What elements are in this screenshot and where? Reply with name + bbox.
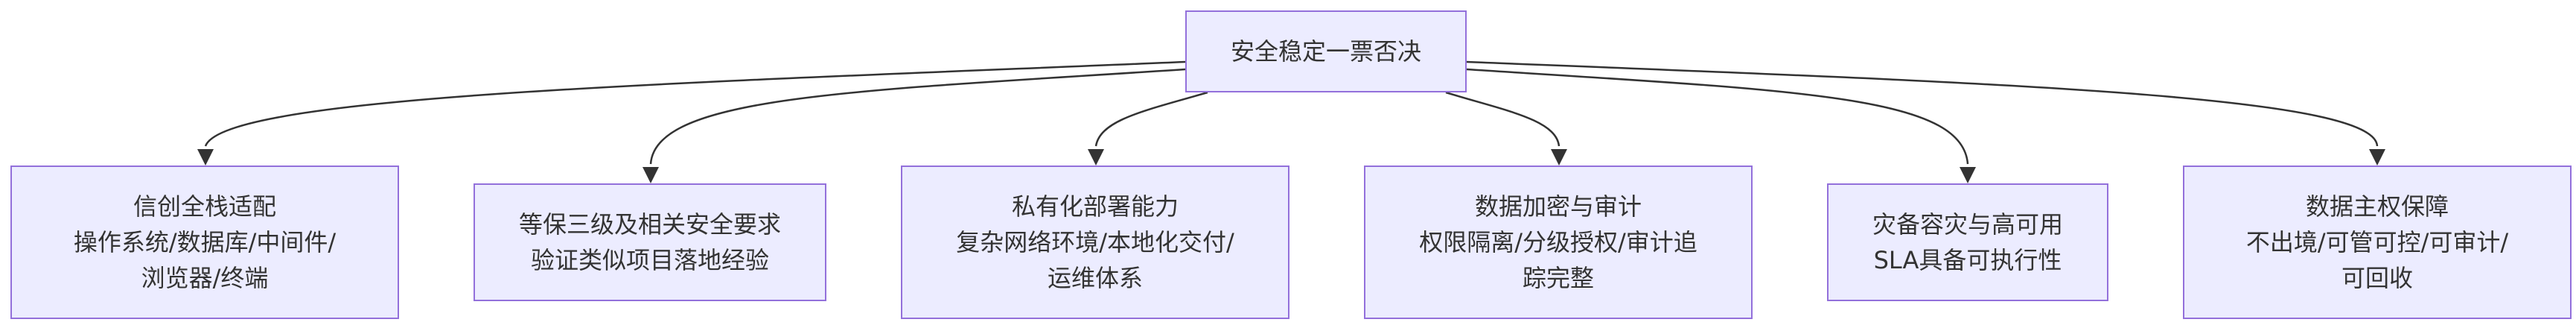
arrowhead-sov — [2369, 149, 2385, 166]
node-label-disaster-recovery: 灾备容灾与高可用 SLA具备可执行性 — [1872, 210, 2063, 274]
arrowhead-enc — [1551, 149, 1567, 166]
edge-root-to-db — [649, 68, 1186, 165]
node-label-data-sovereignty: 数据主权保障 不出境/可管可控/可审计/ 可回收 — [2245, 192, 2509, 292]
arrowhead-dr — [1960, 167, 1976, 183]
edge-root-to-dr — [1466, 68, 1969, 165]
arrowhead-priv — [1088, 149, 1104, 166]
edge-root-to-enc — [1445, 91, 1560, 147]
root-node-label: 安全稳定一票否决 — [1230, 37, 1421, 66]
arrowhead-xc — [197, 149, 214, 166]
node-encryption-audit: 数据加密与审计 权限隔离/分级授权/审计追 踪完整 — [1364, 166, 1753, 319]
root-node-security-veto: 安全稳定一票否决 — [1185, 10, 1467, 92]
node-label-level3: 等保三级及相关安全要求 验证类似项目落地经验 — [518, 210, 781, 274]
node-xinchuang-full-stack: 信创全栈适配 操作系统/数据库/中间件/ 浏览器/终端 — [10, 166, 399, 319]
node-disaster-recovery: 灾备容灾与高可用 SLA具备可执行性 — [1827, 183, 2108, 301]
arrowhead-db — [643, 167, 659, 183]
node-private-deployment: 私有化部署能力 复杂网络环境/本地化交付/ 运维体系 — [901, 166, 1289, 319]
node-label-private-deployment: 私有化部署能力 复杂网络环境/本地化交付/ 运维体系 — [956, 192, 1234, 292]
node-label-xinchuang: 信创全栈适配 操作系统/数据库/中间件/ 浏览器/终端 — [73, 192, 337, 292]
node-level3-protection: 等保三级及相关安全要求 验证类似项目落地经验 — [474, 183, 826, 301]
node-label-encryption: 数据加密与审计 权限隔离/分级授权/审计追 踪完整 — [1419, 192, 1697, 292]
node-data-sovereignty: 数据主权保障 不出境/可管可控/可审计/ 可回收 — [2183, 166, 2572, 319]
edge-root-to-priv — [1094, 91, 1208, 147]
edge-root-to-sov — [1466, 60, 2379, 147]
edge-root-to-xc — [204, 60, 1186, 147]
